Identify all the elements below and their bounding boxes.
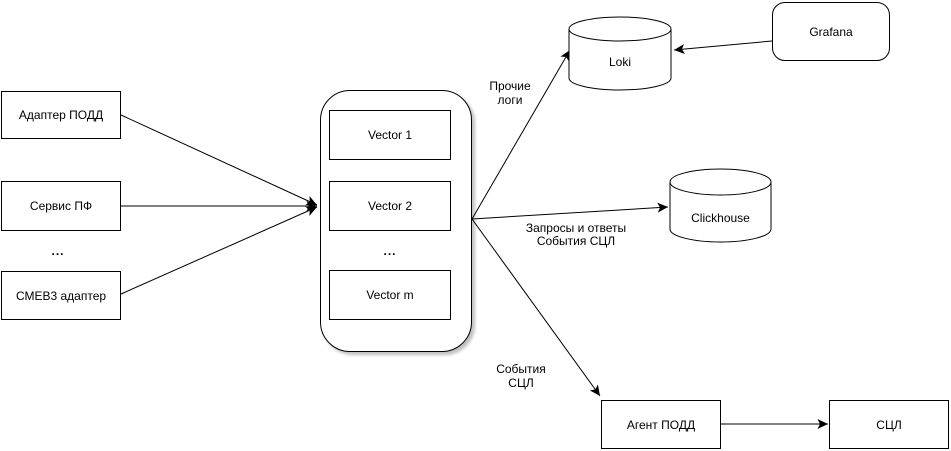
edge-label-loki: Прочие логи <box>489 79 531 107</box>
clickhouse-cylinder <box>669 168 772 243</box>
edge-label-agent: События СЦЛ <box>496 362 546 390</box>
edge-smev3-to-vector <box>120 206 318 295</box>
loki-cylinder <box>568 16 672 91</box>
node-vector-1-label: Vector 1 <box>367 128 413 142</box>
node-loki-label: Loki <box>608 55 631 69</box>
node-grafana-label: Grafana <box>809 24 853 39</box>
edge-vector-to-clickhouse <box>471 202 669 220</box>
node-agent-podd-label: Агент ПОДД <box>626 417 696 432</box>
edge-label-clickhouse: Запросы и ответы События СЦЛ <box>525 221 627 248</box>
node-clickhouse-label: Clickhouse <box>691 211 750 225</box>
edge-vector-to-agent-podd <box>471 218 601 397</box>
node-scl: СЦЛ <box>829 400 949 449</box>
node-vector-m: Vector m <box>329 270 451 320</box>
node-vector-2: Vector 2 <box>329 181 451 231</box>
node-vector-1: Vector 1 <box>329 110 451 160</box>
node-grafana: Grafana <box>772 2 890 61</box>
edge-adapter-podd-to-vector <box>120 114 318 206</box>
node-agent-podd: Агент ПОДД <box>601 400 721 449</box>
node-adapter-podd-label: Адаптер ПОДД <box>18 108 104 122</box>
node-vector-m-label: Vector m <box>366 288 414 302</box>
sources-ellipsis: ... <box>51 244 65 258</box>
node-vector-2-label: Vector 2 <box>367 199 413 213</box>
node-servis-pf-label: Сервис ПФ <box>29 199 93 213</box>
node-servis-pf: Сервис ПФ <box>1 181 121 231</box>
edge-vector-to-loki <box>471 49 571 220</box>
edge-grafana-to-loki <box>673 40 773 55</box>
node-smev3-adapter-label: СМЕВ3 адаптер <box>15 288 107 303</box>
node-scl-label: СЦЛ <box>876 417 902 432</box>
node-smev3-adapter: СМЕВ3 адаптер <box>1 271 121 320</box>
vector-ellipsis: ... <box>383 244 397 258</box>
node-adapter-podd: Адаптер ПОДД <box>1 91 121 139</box>
